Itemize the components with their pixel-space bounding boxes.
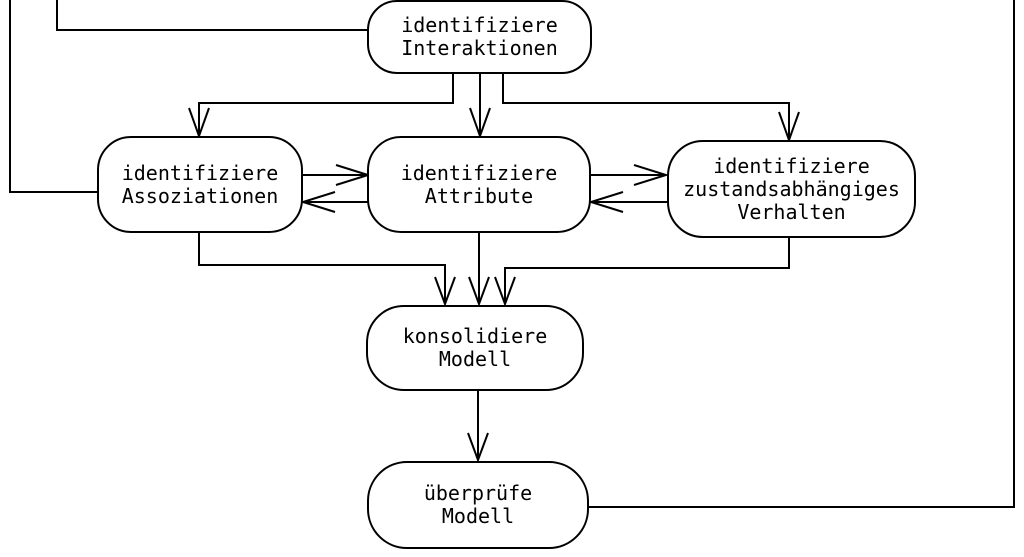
- node-identifiziere-interaktionen: identifiziere Interaktionen: [367, 0, 592, 74]
- node-identifiziere-assoziationen: identifiziere Assoziationen: [97, 136, 303, 233]
- node-identifiziere-attribute: identifiziere Attribute: [367, 136, 591, 233]
- node-identifiziere-zustandsabhaengiges-verhalten: identifiziere zustandsabhängiges Verhalt…: [667, 140, 916, 238]
- node-ueberpruefe-modell: überprüfe Modell: [367, 461, 589, 549]
- edge-interaktionen-to-verhalten: [502, 74, 800, 143]
- edge-interaktionen-to-assoziationen: [188, 74, 454, 139]
- arrowhead-down-icon: [494, 276, 516, 307]
- edge-assoziationen-to-attribute: [302, 164, 372, 186]
- edge-verhalten-to-konsolidiere: [494, 238, 790, 307]
- edge-offscreen-to-interaktionen: [56, 0, 370, 31]
- arrowhead-left-icon: [587, 191, 624, 213]
- node-label: identifiziere zustandsabhängiges Verhalt…: [683, 153, 900, 224]
- edge-attribute-to-konsolidiere: [468, 233, 490, 307]
- node-label: identifiziere Assoziationen: [121, 160, 279, 208]
- node-label: identifiziere Attribute: [400, 160, 558, 208]
- edge-assoziationen-to-konsolidiere: [198, 233, 456, 307]
- edge-konsolidiere-to-ueberpruefe: [467, 391, 489, 463]
- edge-ueberpruefe-to-offscreen-right: [588, 0, 1015, 508]
- node-label: überprüfe Modell: [423, 481, 533, 528]
- edge-verhalten-to-attribute: [587, 191, 668, 213]
- edge-offscreen-to-assoziationen: [9, 0, 100, 193]
- node-konsolidiere-modell: konsolidiere Modell: [366, 305, 584, 391]
- arrowhead-down-icon: [468, 276, 490, 307]
- arrowhead-down-icon: [434, 276, 456, 307]
- node-label: konsolidiere Modell: [402, 324, 548, 371]
- arrowhead-left-icon: [299, 191, 336, 213]
- edge-attribute-to-assoziationen: [299, 191, 368, 213]
- node-label: identifiziere Interaktionen: [401, 13, 558, 60]
- edge-attribute-to-verhalten: [590, 164, 670, 186]
- edge-interaktionen-to-attribute: [469, 74, 491, 139]
- arrowhead-down-icon: [467, 432, 489, 463]
- arrowhead-right-icon: [633, 164, 670, 186]
